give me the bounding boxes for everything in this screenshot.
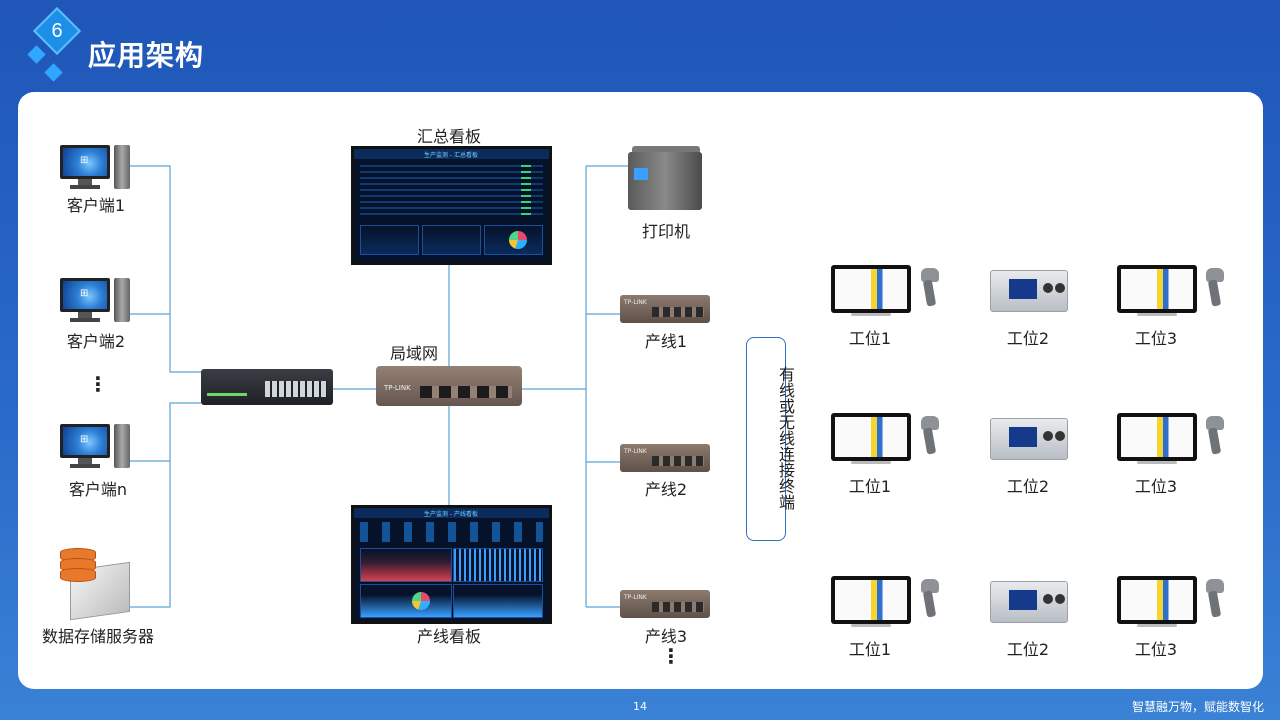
line-label: 产线3 xyxy=(644,627,688,646)
workstation-label: 工位2 xyxy=(1006,640,1050,659)
test-instrument-icon xyxy=(990,418,1068,460)
line-router-icon: TP-LINK xyxy=(620,295,710,323)
lan-router-icon: TP-LINK xyxy=(376,366,522,406)
workstation-label: 工位1 xyxy=(848,477,892,496)
pie-chart-icon xyxy=(412,592,430,610)
barcode-scanner-icon xyxy=(921,579,939,618)
diamond-small-icon xyxy=(27,45,46,64)
workstation-tablet-icon xyxy=(831,576,911,627)
line-dashboard-screen: 生产监测 - 产线看板 xyxy=(351,505,552,624)
client-ellipsis: ⋮ xyxy=(88,372,108,396)
barcode-scanner-icon xyxy=(1206,579,1224,618)
workstation-label: 工位3 xyxy=(1134,329,1178,348)
line-router-icon: TP-LINK xyxy=(620,444,710,472)
client-label: 客户端n xyxy=(68,480,128,499)
client-pc-icon: ⊞ xyxy=(60,145,132,191)
test-instrument-icon xyxy=(990,581,1068,623)
terminal-connection-box: 有线或无线连接终端 xyxy=(746,337,795,541)
workstation-tablet-icon xyxy=(1117,576,1197,627)
workstation-label: 工位2 xyxy=(1006,477,1050,496)
page-title: 应用架构 xyxy=(88,39,205,72)
router-brand: TP-LINK xyxy=(624,299,647,306)
client-pc-icon: ⊞ xyxy=(60,278,132,324)
diamond-small-icon xyxy=(44,63,63,82)
barcode-scanner-icon xyxy=(1206,268,1224,307)
client-pc-icon: ⊞ xyxy=(60,424,132,470)
dashboard-header: 生产监测 - 汇总看板 xyxy=(424,152,478,159)
section-number: 6 xyxy=(51,20,63,42)
workstation-label: 工位3 xyxy=(1134,640,1178,659)
workstation-tablet-icon xyxy=(831,265,911,316)
summary-board-label: 汇总看板 xyxy=(416,127,481,146)
line-label: 产线2 xyxy=(644,480,688,499)
router-brand: TP-LINK xyxy=(624,448,647,455)
workstation-label: 工位3 xyxy=(1134,477,1178,496)
pie-chart-icon xyxy=(509,231,527,249)
workstation-label: 工位1 xyxy=(848,640,892,659)
workstation-tablet-icon xyxy=(831,413,911,464)
barcode-scanner-icon xyxy=(1206,416,1224,455)
dashboard-header: 生产监测 - 产线看板 xyxy=(424,511,478,518)
section-badge: 6 xyxy=(24,6,84,82)
router-brand: TP-LINK xyxy=(624,594,647,601)
database-server-icon xyxy=(60,548,130,621)
lan-label: 局域网 xyxy=(389,344,438,363)
line-label: 产线1 xyxy=(644,332,688,351)
line-router-icon: TP-LINK xyxy=(620,590,710,618)
printer-icon xyxy=(628,146,704,212)
client-label: 客户端1 xyxy=(66,196,126,215)
summary-dashboard-screen: 生产监测 - 汇总看板 xyxy=(351,146,552,265)
footer-slogan: 智慧融万物，赋能数智化 xyxy=(1131,700,1264,714)
workstation-tablet-icon xyxy=(1117,413,1197,464)
line-board-label: 产线看板 xyxy=(416,627,481,646)
page-number: 14 xyxy=(633,700,647,713)
workstation-label: 工位1 xyxy=(848,329,892,348)
workstation-label: 工位2 xyxy=(1006,329,1050,348)
network-switch-icon xyxy=(201,369,333,405)
lines-ellipsis: ⋮ xyxy=(661,644,681,668)
client-label: 客户端2 xyxy=(66,332,126,351)
workstation-tablet-icon xyxy=(1117,265,1197,316)
server-label: 数据存储服务器 xyxy=(41,627,154,646)
barcode-scanner-icon xyxy=(921,416,939,455)
printer-label: 打印机 xyxy=(641,222,690,241)
test-instrument-icon xyxy=(990,270,1068,312)
barcode-scanner-icon xyxy=(921,268,939,307)
router-brand: TP-LINK xyxy=(384,384,411,392)
terminal-label: 有线或无线连接终端 xyxy=(776,366,795,510)
